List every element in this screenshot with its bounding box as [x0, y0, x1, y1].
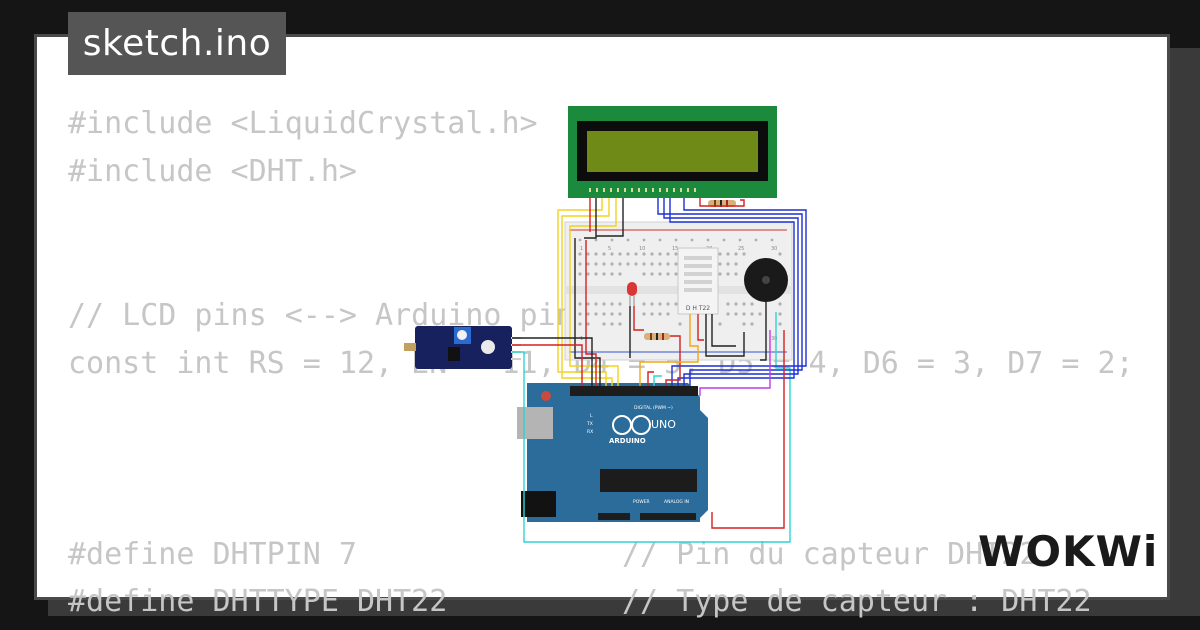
- buzzer[interactable]: [744, 258, 788, 302]
- analog-pins-label: ANALOG IN: [664, 499, 689, 505]
- power-pins-label: POWER: [633, 499, 650, 505]
- resistor[interactable]: [644, 333, 670, 340]
- breadboard-number: 15: [672, 246, 678, 252]
- breadboard-number: 25: [738, 246, 744, 252]
- file-tab-title[interactable]: sketch.ino: [68, 12, 286, 75]
- breadboard-number: 1: [580, 336, 583, 342]
- code-line-include-lcd: #include <LiquidCrystal.h>: [68, 106, 538, 141]
- code-line-include-dht: #include <DHT.h>: [68, 154, 357, 189]
- code-line-comment-pins: // LCD pins <--> Arduino pins: [68, 298, 592, 333]
- breadboard-number: 10: [639, 246, 645, 252]
- breadboard-number: 1: [580, 246, 583, 252]
- wires: [512, 198, 807, 543]
- red-led[interactable]: [627, 282, 637, 306]
- code-line-define-dhttype: #define DHTTYPE DHT22: [68, 584, 448, 619]
- light-sensor-module[interactable]: [404, 326, 521, 369]
- code-line-comment-dhttype: // Type de capteur : DHT22: [622, 584, 1092, 619]
- l-led-label: L: [590, 413, 593, 419]
- dht22-sensor[interactable]: D H T22: [677, 247, 719, 315]
- tx-label: TX: [586, 421, 593, 427]
- breadboard-number: 30: [771, 336, 777, 342]
- breadboard-number: 30: [771, 246, 777, 252]
- sensor-label: D H T22: [686, 305, 710, 312]
- breadboard-number: 5: [608, 246, 611, 252]
- resistor[interactable]: [708, 200, 736, 207]
- digital-pins-label: DIGITAL (PWM ~): [634, 405, 673, 411]
- arduino-uno-board[interactable]: UNO ARDUINO DIGITAL (PWM ~) ANALOG IN PO…: [517, 383, 708, 522]
- board-model-label: UNO: [651, 418, 676, 431]
- code-line-define-dhtpin: #define DHTPIN 7: [68, 537, 357, 572]
- wokwi-logo: WOKWi: [978, 527, 1159, 576]
- rx-label: RX: [587, 429, 593, 435]
- lcd-display[interactable]: [568, 106, 777, 198]
- board-brand-label: ARDUINO: [609, 437, 646, 445]
- code-line-comment-dhtpin: // Pin du capteur DHT22: [622, 537, 1038, 572]
